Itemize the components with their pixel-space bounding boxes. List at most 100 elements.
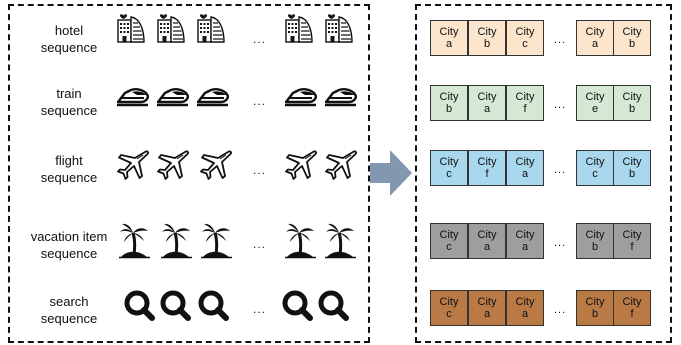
city-word: City xyxy=(515,91,535,103)
airplane-icon xyxy=(285,150,317,180)
city-letter: f xyxy=(630,241,634,253)
palm-tree-icon xyxy=(201,223,232,259)
city-word: City xyxy=(622,156,642,168)
city-row-ellipsis: ... xyxy=(554,164,567,176)
train-icon xyxy=(197,88,229,107)
city-letter: a xyxy=(521,168,529,180)
hotel-sequence-ellipsis: ... xyxy=(253,32,267,46)
city-letter: a xyxy=(483,308,491,320)
city-word: City xyxy=(439,229,459,241)
city-letter: a xyxy=(521,241,529,253)
city-letter: c xyxy=(592,168,598,180)
city-word: City xyxy=(477,91,497,103)
hotel-icon xyxy=(197,14,225,43)
city-word: City xyxy=(622,296,642,308)
city-word: City xyxy=(477,229,497,241)
city-letter: b xyxy=(591,241,599,253)
city-letter: f xyxy=(485,168,489,180)
magnifier-icon xyxy=(124,290,155,321)
city-letter: f xyxy=(630,308,634,320)
city-letter: c xyxy=(446,308,452,320)
train-icon xyxy=(325,88,357,107)
airplane-icon xyxy=(157,150,189,180)
city-word: City xyxy=(515,296,535,308)
city-word: City xyxy=(622,229,642,241)
city-letter: a xyxy=(483,241,491,253)
city-letter: c xyxy=(446,168,452,180)
magnifier-icon xyxy=(198,290,229,321)
city-letter: b xyxy=(483,38,491,50)
city-word: City xyxy=(515,229,535,241)
sequence-panel xyxy=(8,4,370,343)
airplane-icon xyxy=(200,150,232,180)
city-row-ellipsis: ... xyxy=(554,34,567,46)
train-icon xyxy=(285,88,317,107)
train-icon xyxy=(117,88,149,107)
city-word: City xyxy=(585,296,605,308)
hotel-icon xyxy=(117,14,145,43)
search-sequence-ellipsis: ... xyxy=(253,302,267,316)
hotel-icon xyxy=(285,14,313,43)
city-sequence-panel xyxy=(415,4,672,343)
palm-tree-icon xyxy=(119,223,150,259)
city-word: City xyxy=(515,26,535,38)
city-row-ellipsis: ... xyxy=(554,99,567,111)
city-word: City xyxy=(477,296,497,308)
city-word: City xyxy=(585,91,605,103)
magnifier-icon xyxy=(318,290,349,321)
city-word: City xyxy=(585,156,605,168)
city-word: City xyxy=(585,26,605,38)
city-word: City xyxy=(622,26,642,38)
city-word: City xyxy=(515,156,535,168)
city-word: City xyxy=(477,156,497,168)
palm-tree-icon xyxy=(161,223,192,259)
palm-tree-icon xyxy=(285,223,316,259)
city-word: City xyxy=(622,91,642,103)
city-word: City xyxy=(439,26,459,38)
flight-sequence-ellipsis: ... xyxy=(253,163,267,177)
city-word: City xyxy=(439,156,459,168)
airplane-icon xyxy=(117,150,149,180)
airplane-icon xyxy=(325,150,357,180)
vacation-sequence-ellipsis: ... xyxy=(253,237,267,251)
train-icon xyxy=(157,88,189,107)
palm-tree-icon xyxy=(325,223,356,259)
city-word: City xyxy=(585,229,605,241)
city-letter: b xyxy=(628,103,636,115)
city-letter: b xyxy=(628,38,636,50)
hotel-icon xyxy=(157,14,185,43)
city-letter: a xyxy=(483,103,491,115)
city-letter: e xyxy=(591,103,599,115)
right-arrow-icon xyxy=(370,150,412,196)
hotel-icon xyxy=(325,14,353,43)
train-sequence-ellipsis: ... xyxy=(253,94,267,108)
city-letter: a xyxy=(521,308,529,320)
city-word: City xyxy=(439,296,459,308)
